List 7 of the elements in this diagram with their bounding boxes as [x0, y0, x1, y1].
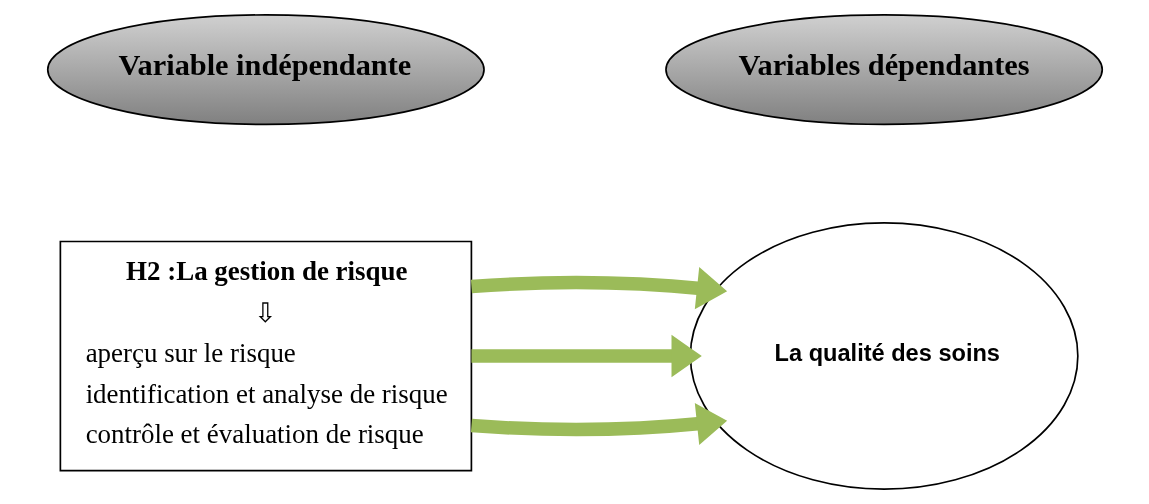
- arrow: [470, 266, 727, 310]
- arrow: [470, 402, 727, 446]
- node-ellipse: Variable indépendante: [46, 14, 485, 126]
- node-ellipse: Variables dépendantes: [664, 14, 1103, 126]
- node-ellipse: La qualité des soins: [689, 222, 1079, 490]
- node-box: H2 :La gestion de risque ⇩ aperçu sur le risque identification et analyse de risque contrôle et évaluation de risque: [59, 240, 472, 472]
- arrow: [470, 334, 702, 378]
